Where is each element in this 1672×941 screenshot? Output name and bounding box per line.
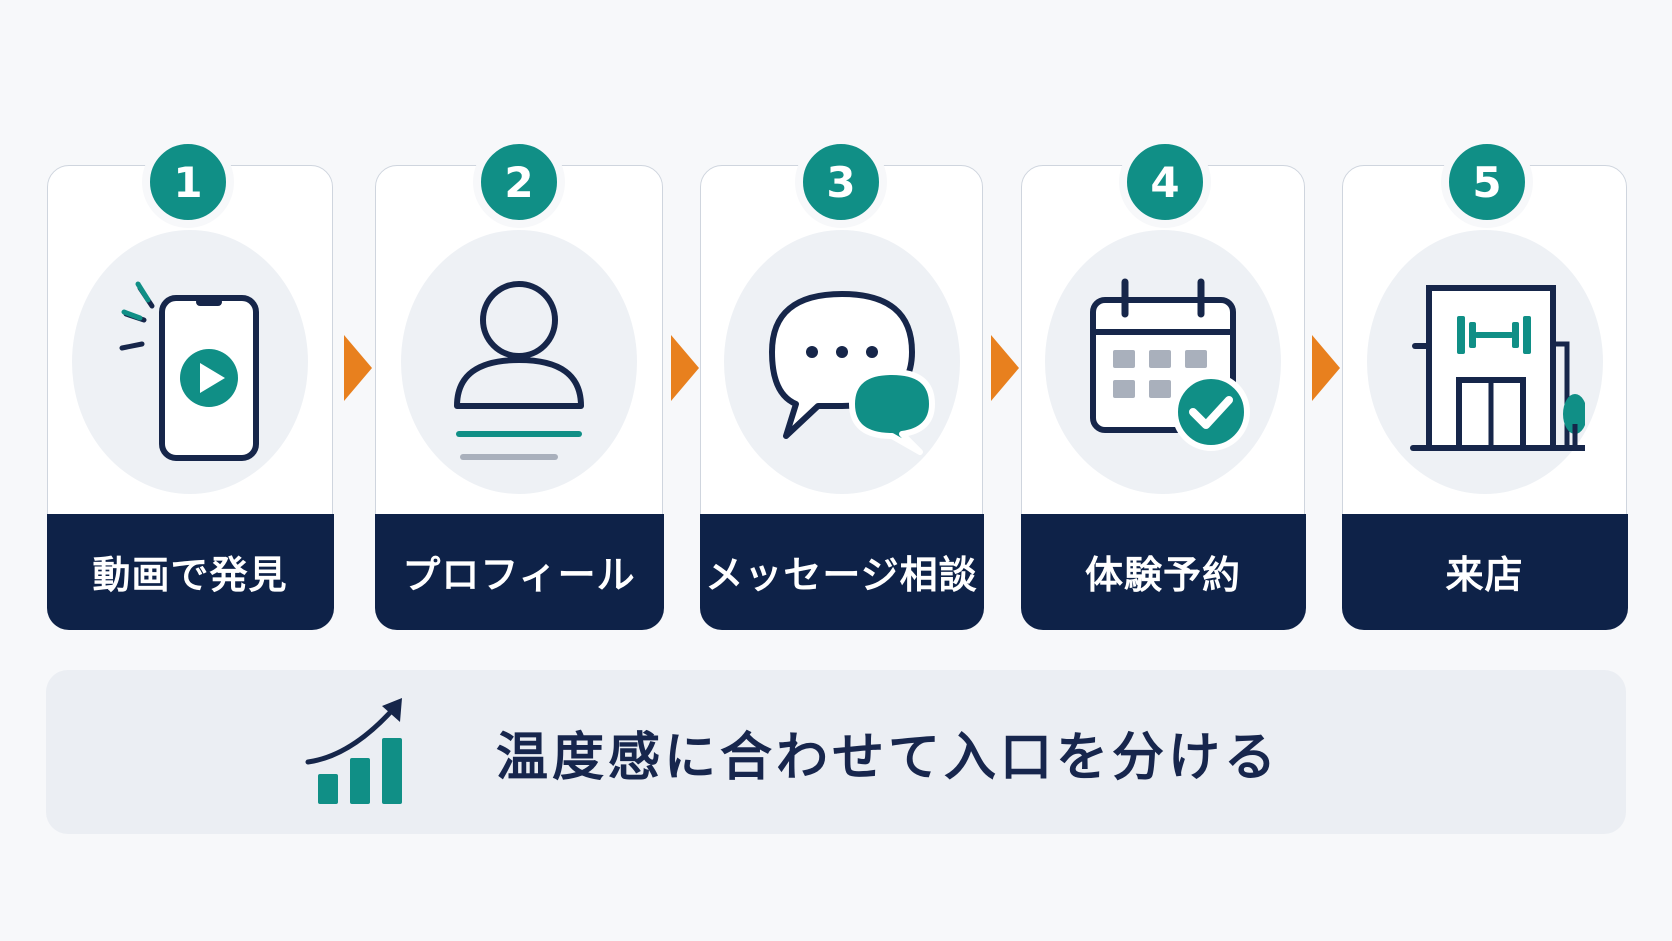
chat-bubbles-icon <box>768 291 935 455</box>
arrow-right-icon <box>1312 335 1340 401</box>
arrow-right-icon <box>344 335 372 401</box>
step-number: 1 <box>173 157 203 207</box>
step-number: 4 <box>1150 157 1180 207</box>
step-number-badge-2: 2 <box>473 136 565 228</box>
step-label-2: プロフィール <box>374 513 664 630</box>
step-number-badge-4: 4 <box>1119 136 1211 228</box>
smartphone-video-icon <box>119 281 259 461</box>
step-label-text: 体験予約 <box>1084 553 1241 597</box>
step-number-badge-5: 5 <box>1441 136 1533 228</box>
step-label-4: 体験予約 <box>1020 513 1306 630</box>
step-label-5: 来店 <box>1341 513 1628 630</box>
step-card-4: 体験予約 <box>1020 165 1306 630</box>
profile-icon <box>454 281 584 460</box>
step-label-text: 来店 <box>1445 553 1524 597</box>
step-label-text: プロフィール <box>402 553 636 597</box>
calendar-check-icon <box>1090 278 1250 451</box>
step-card-3: メッセージ相談 <box>699 165 984 630</box>
summary-banner: 温度感に合わせて入口を分ける <box>46 670 1626 834</box>
summary-text: 温度感に合わせて入口を分ける <box>496 727 1281 788</box>
step-number: 2 <box>504 157 534 207</box>
step-label-text: メッセージ相談 <box>705 553 978 597</box>
step-card-2: プロフィール <box>374 165 664 630</box>
step-label-3: メッセージ相談 <box>699 513 984 630</box>
step-number-badge-3: 3 <box>795 136 887 228</box>
step-number: 3 <box>826 157 856 207</box>
arrow-right-icon <box>671 335 699 401</box>
gym-storefront-icon <box>1409 285 1585 451</box>
step-number-badge-1: 1 <box>142 136 234 228</box>
growth-chart-icon <box>305 698 402 804</box>
step-label-text: 動画で発見 <box>92 553 288 597</box>
step-card-5: 来店 <box>1341 165 1628 630</box>
arrow-right-icon <box>991 335 1019 401</box>
step-label-1: 動画で発見 <box>46 513 334 630</box>
step-number: 5 <box>1472 157 1502 207</box>
step-card-1: 動画で発見 <box>46 165 334 630</box>
